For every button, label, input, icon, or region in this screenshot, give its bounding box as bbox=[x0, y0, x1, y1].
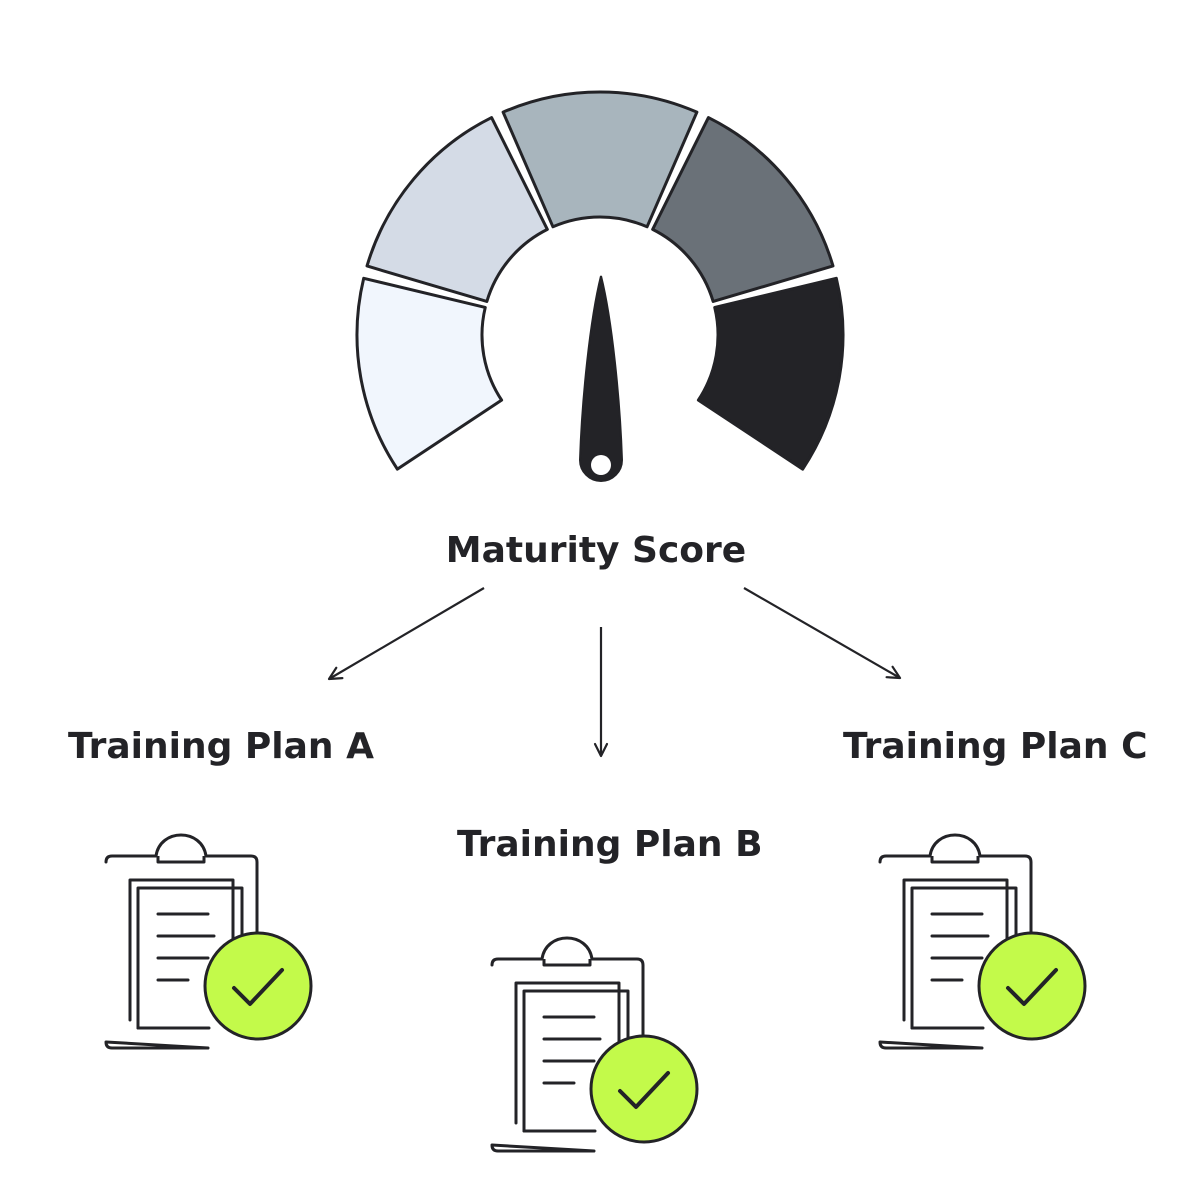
plan-a-label: Training Plan A bbox=[68, 726, 374, 767]
arrow-to-plan-c bbox=[743, 587, 902, 680]
gauge-segment-1 bbox=[355, 276, 504, 471]
gauge-segment-3 bbox=[501, 90, 699, 229]
gauge-segment-5 bbox=[696, 276, 845, 471]
plan-b-clipboard-check-icon bbox=[490, 936, 699, 1153]
arrow-to-plan-a bbox=[327, 587, 485, 681]
plan-c-clipboard-check-icon bbox=[878, 833, 1087, 1050]
check-badge-icon bbox=[589, 1034, 699, 1144]
check-badge-icon bbox=[977, 931, 1087, 1041]
maturity-gauge bbox=[355, 90, 845, 482]
gauge-segments bbox=[355, 90, 845, 471]
plan-a-clipboard-check-icon bbox=[104, 833, 313, 1050]
check-badge-icon bbox=[203, 931, 313, 1041]
plan-c-label: Training Plan C bbox=[843, 726, 1148, 767]
needle-pivot bbox=[591, 455, 611, 475]
gauge-segment-2 bbox=[365, 116, 549, 303]
gauge-needle bbox=[578, 275, 624, 482]
maturity-score-title: Maturity Score bbox=[446, 530, 746, 571]
connector-arrows bbox=[327, 587, 902, 758]
gauge-segment-4 bbox=[651, 116, 835, 303]
plan-b-label: Training Plan B bbox=[457, 824, 763, 865]
